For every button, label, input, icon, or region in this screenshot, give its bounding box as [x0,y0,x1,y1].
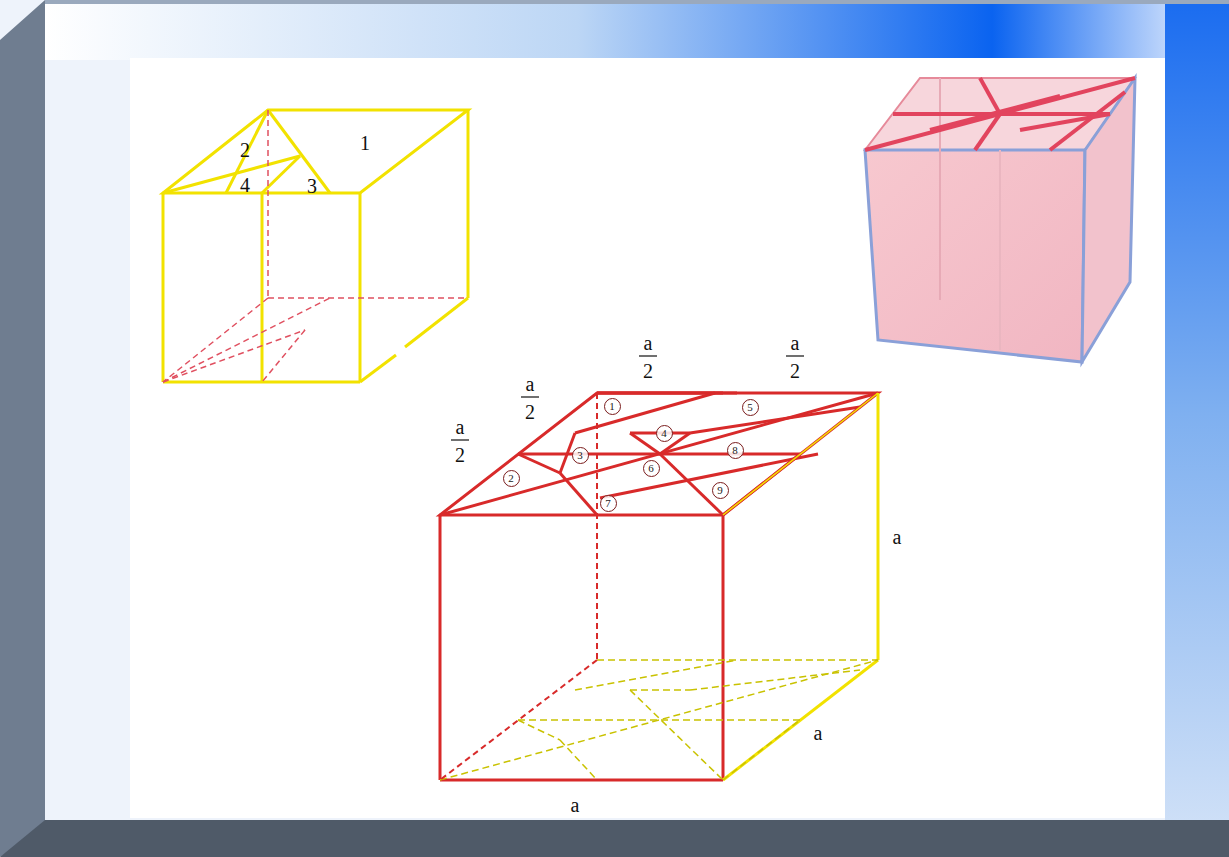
callout-circle: 5 [742,399,759,416]
dimension: 2 [455,445,465,465]
callout-circle: 1 [604,398,621,415]
callout-number: 4 [661,428,667,439]
callout-circle: 2 [503,470,520,487]
dimension: a [526,374,535,394]
dimension: a [814,723,823,743]
callout-circle: 7 [600,495,617,512]
callout-number: 7 [605,498,611,509]
callout-number: 1 [609,401,615,412]
callout-number: 5 [747,402,753,413]
dimension: 2 [525,402,535,422]
dimension: 2 [643,361,653,381]
dimension: a [456,417,465,437]
callout-circle: 8 [727,442,744,459]
face-number: 4 [240,175,250,195]
callout-circle: 6 [643,460,660,477]
dimension: a [571,795,580,815]
face-number: 1 [360,133,370,153]
callout-circle: 3 [572,447,589,464]
face-number: 2 [240,140,250,160]
callout-circle: 9 [712,482,729,499]
callout-number: 8 [732,445,738,456]
dimension: a [791,333,800,353]
dimension: a [644,333,653,353]
dimension: a [893,527,902,547]
face-number: 3 [307,176,317,196]
callout-number: 3 [577,450,583,461]
dimension: 2 [790,361,800,381]
callout-number: 9 [717,485,723,496]
callout-number: 2 [508,473,514,484]
callout-number: 6 [648,463,654,474]
callout-circle: 4 [656,425,673,442]
